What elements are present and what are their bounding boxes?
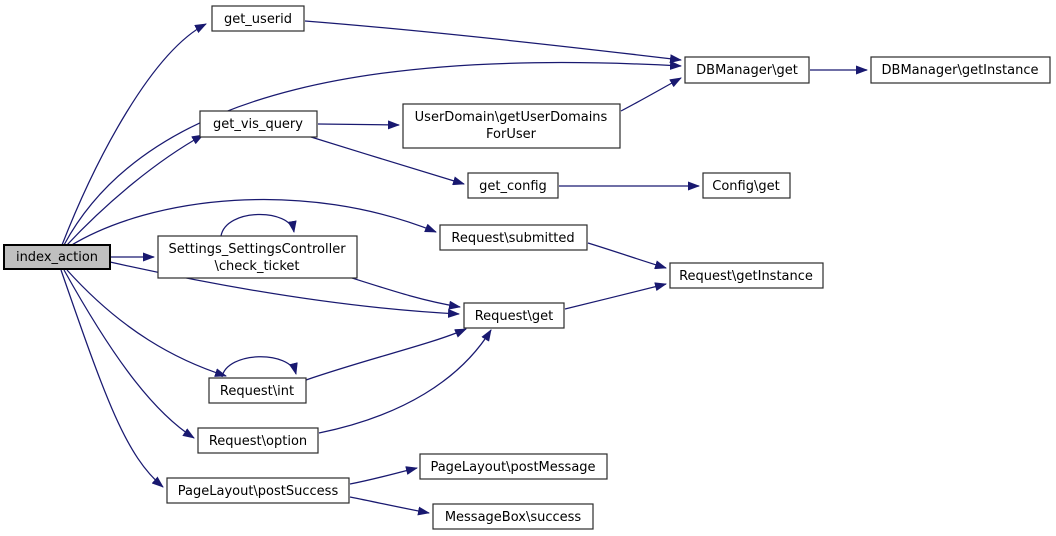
node-dbmanager_getinstance[interactable]: DBManager\getInstance	[870, 56, 1051, 84]
node-pagelayout_postsuccess-box	[166, 477, 350, 504]
edge-get_vis_query-to-get_config	[310, 136, 465, 186]
node-userdomain_getuserdomainsforuser-label-line2: ForUser	[486, 127, 537, 142]
node-get_vis_query-box	[199, 110, 318, 138]
node-messagebox_success[interactable]: MessageBox\success	[432, 503, 594, 530]
node-userdomain_getuserdomainsforuser-box	[402, 103, 621, 149]
node-index_action-box	[3, 244, 111, 270]
node-userdomain_getuserdomainsforuser-label-line1: UserDomain\getUserDomains	[415, 110, 608, 125]
node-config_get[interactable]: Config\get	[702, 172, 791, 199]
node-settings_settingscontroller_check_ticket-label-line1: Settings_SettingsController	[168, 242, 346, 257]
node-get_config-label: get_config	[479, 179, 547, 194]
node-messagebox_success-label: MessageBox\success	[445, 510, 582, 525]
node-index_action: index_action	[3, 244, 111, 270]
node-request_submitted[interactable]: Request\submitted	[439, 224, 588, 251]
edge-get_userid-to-dbmanager_get	[304, 20, 682, 64]
edge-index_action-to-request_int	[66, 269, 227, 377]
node-dbmanager_getinstance-label: DBManager\getInstance	[882, 63, 1039, 78]
edge-userdomain-to-dbmanager_get	[620, 77, 682, 112]
node-request_submitted-label: Request\submitted	[451, 231, 574, 246]
node-request_option-box	[197, 427, 319, 454]
node-get_vis_query[interactable]: get_vis_query	[199, 110, 318, 138]
node-request_option[interactable]: Request\option	[197, 427, 319, 454]
node-request_option-label: Request\option	[209, 434, 307, 449]
node-request_int-box	[208, 377, 307, 404]
node-get_userid-box	[211, 5, 305, 32]
edge-index_action-to-get_vis_query	[65, 134, 204, 247]
node-settings_settingscontroller_check_ticket-label-line2: \check_ticket	[215, 259, 300, 274]
node-get_userid-label: get_userid	[224, 12, 292, 27]
node-get_config-box	[467, 172, 559, 199]
node-get_config[interactable]: get_config	[467, 172, 559, 199]
node-dbmanager_getinstance-box	[870, 56, 1051, 84]
node-request_getinstance[interactable]: Request\getInstance	[669, 262, 824, 289]
node-config_get-label: Config\get	[712, 179, 779, 194]
node-pagelayout_postmessage[interactable]: PageLayout\postMessage	[419, 453, 608, 480]
edge-check_ticket-to-request_get	[351, 277, 461, 310]
node-request_getinstance-label: Request\getInstance	[679, 269, 813, 284]
edge-get_vis_query-to-userdomain	[317, 120, 400, 130]
edge-index_action-to-request_submitted	[69, 198, 437, 247]
node-request_get-label: Request\get	[475, 309, 554, 324]
node-request_submitted-box	[439, 224, 588, 251]
edge-request_int-to-request_get	[305, 328, 467, 381]
edge-index_action-to-get_userid	[61, 23, 207, 246]
edge-request_submitted-to-request_getinstance	[587, 242, 667, 270]
edge-index_action-to-dbmanager_get	[63, 60, 682, 246]
node-request_getinstance-box	[669, 262, 824, 289]
edge-index_action-to-pagelayout_postsuccess	[60, 269, 164, 488]
node-request_get-box	[463, 302, 565, 329]
node-messagebox_success-box	[432, 503, 594, 530]
node-get_vis_query-label: get_vis_query	[213, 117, 303, 132]
node-dbmanager_get-box	[684, 56, 810, 84]
node-index_action-label: index_action	[16, 250, 98, 265]
node-layer: index_action get_userid DBManager\get DB…	[3, 5, 1051, 530]
edge-request_int-self-loop	[221, 356, 298, 378]
node-dbmanager_get-label: DBManager\get	[696, 63, 798, 78]
node-request_int-label: Request\int	[220, 384, 294, 399]
node-request_get[interactable]: Request\get	[463, 302, 565, 329]
edge-check_ticket-self-loop	[220, 213, 297, 237]
node-userdomain_getuserdomainsforuser[interactable]: UserDomain\getUserDomains ForUser	[402, 103, 621, 149]
edge-pagelayout_postsuccess-to-messagebox_success	[349, 496, 430, 516]
edge-pagelayout_postsuccess-to-pagelayout_postmessage	[349, 466, 418, 485]
edge-request_option-to-request_get	[318, 329, 492, 434]
node-request_int[interactable]: Request\int	[208, 377, 307, 404]
node-settings_settingscontroller_check_ticket[interactable]: Settings_SettingsController \check_ticke…	[157, 235, 358, 279]
node-get_userid[interactable]: get_userid	[211, 5, 305, 32]
node-pagelayout_postsuccess[interactable]: PageLayout\postSuccess	[166, 477, 350, 504]
edge-index_action-to-request_option	[63, 269, 195, 439]
node-config_get-box	[702, 172, 791, 199]
node-pagelayout_postmessage-label: PageLayout\postMessage	[430, 460, 595, 475]
node-settings_settingscontroller_check_ticket-box	[157, 235, 358, 279]
node-pagelayout_postsuccess-label: PageLayout\postSuccess	[178, 484, 339, 499]
node-pagelayout_postmessage-box	[419, 453, 608, 480]
edge-request_get-to-request_getinstance	[564, 282, 667, 310]
node-dbmanager_get[interactable]: DBManager\get	[684, 56, 810, 84]
